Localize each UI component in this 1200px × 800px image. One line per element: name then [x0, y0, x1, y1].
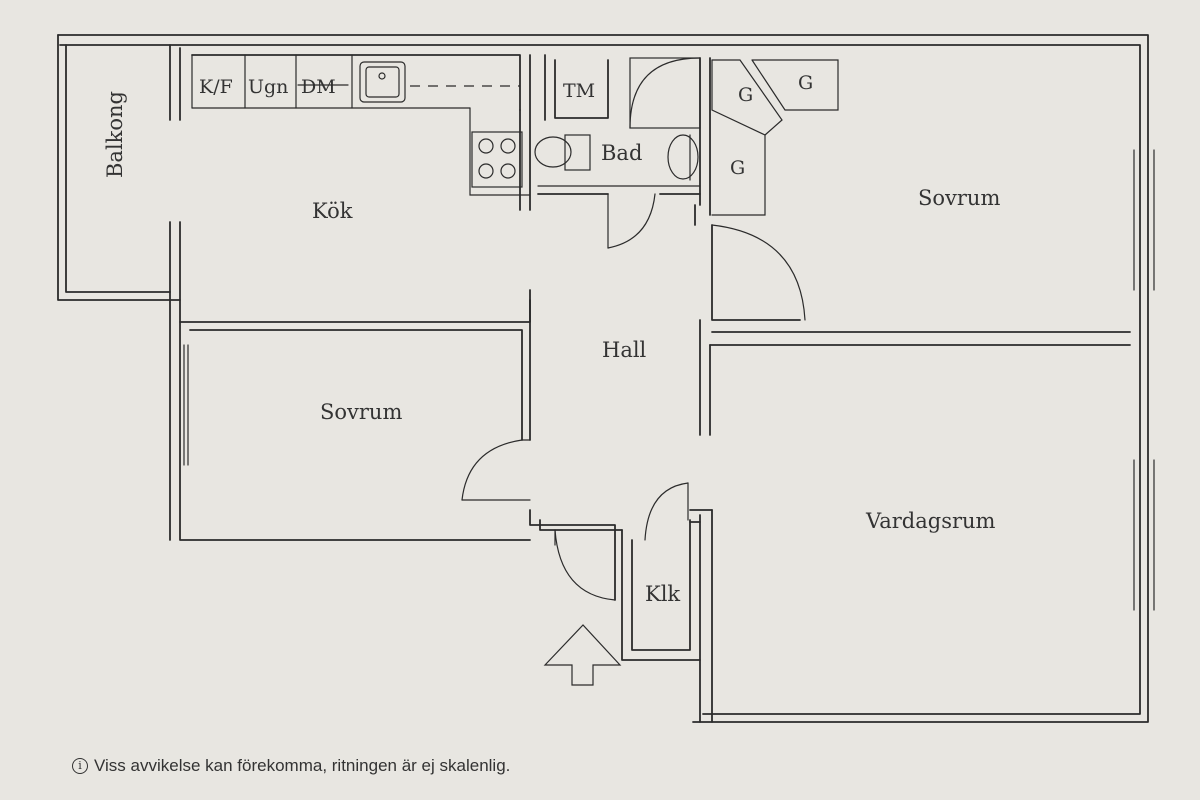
kitchen-walls: [179, 54, 531, 441]
inner-walls-right: [699, 224, 1131, 723]
fixture-label-wardrobe-2: G: [798, 72, 813, 94]
info-icon: i: [72, 758, 88, 774]
wardrobes: [711, 59, 839, 321]
bath-walls: [534, 54, 711, 249]
room-label-hall: Hall: [602, 338, 647, 362]
outer-walls: [57, 34, 1155, 723]
room-label-bedroom-right: Sovrum: [918, 186, 1000, 210]
bedroom-door: [461, 439, 531, 501]
disclaimer: i Viss avvikelse kan förekomma, ritninge…: [72, 756, 510, 776]
room-label-bath: Bad: [601, 141, 642, 165]
room-label-kitchen: Kök: [312, 199, 353, 223]
disclaimer-text: Viss avvikelse kan förekomma, ritningen …: [94, 756, 511, 775]
room-label-closet: Klk: [645, 582, 680, 606]
fixture-label-washing-machine: TM: [563, 80, 595, 102]
fixture-label-dishwasher: DM: [301, 76, 336, 98]
room-label-living-room: Vardagsrum: [865, 509, 996, 533]
fixture-label-fridge-freezer: K/F: [199, 76, 233, 98]
room-label-bedroom-left: Sovrum: [320, 400, 402, 424]
fixture-label-wardrobe-3: G: [730, 157, 745, 179]
fixture-label-oven: Ugn: [248, 76, 288, 98]
entrance: [529, 482, 713, 686]
room-label-balcony: Balkong: [103, 91, 127, 178]
fixture-label-wardrobe-1: G: [738, 84, 753, 106]
